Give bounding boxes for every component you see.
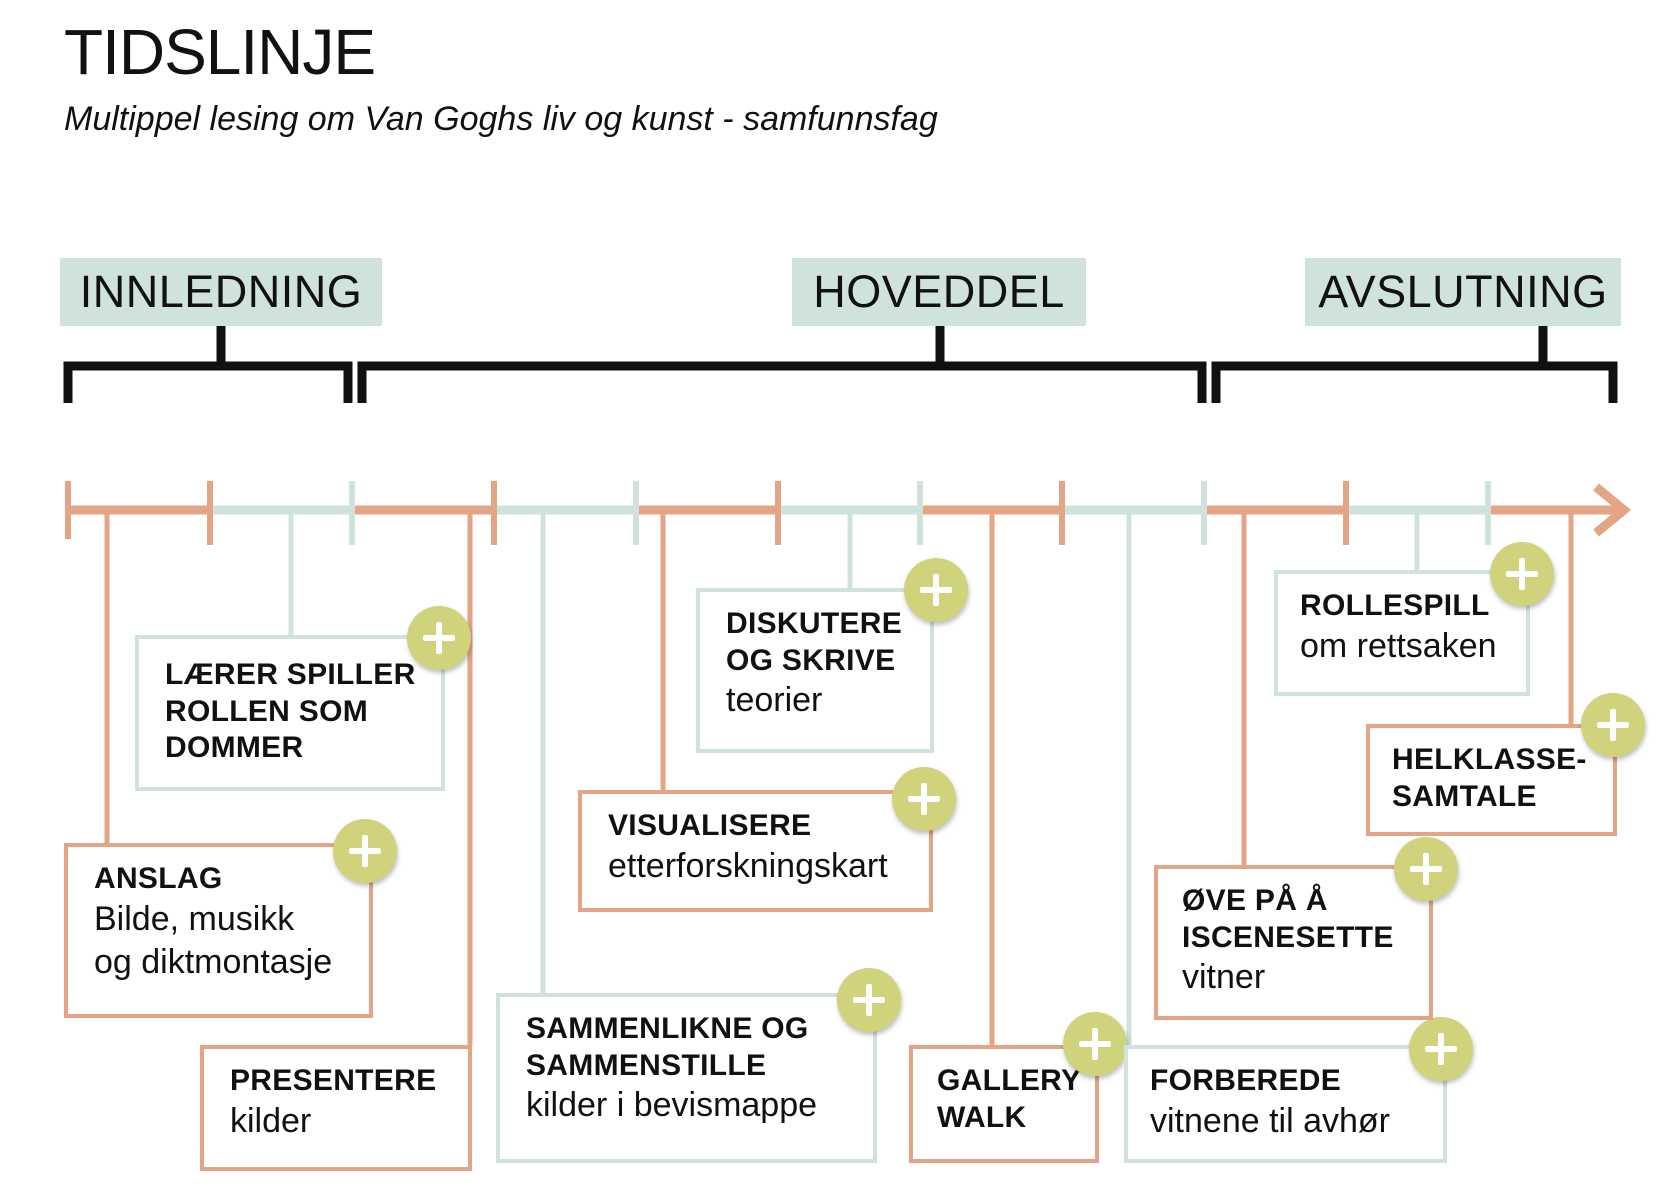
card-heading: DISKUTERE OG SKRIVE <box>726 607 903 677</box>
section-label-innledning: INNLEDNING <box>60 258 382 326</box>
plus-circle-icon[interactable] <box>333 819 397 883</box>
card-ove: ØVE PÅ Å ISCENESETTE vitner <box>1154 865 1433 1020</box>
section-label-hoveddel: HOVEDDEL <box>792 258 1086 326</box>
card-helklasse: HELKLASSE- SAMTALE <box>1366 724 1617 836</box>
card-visualisere: VISUALISERE etterforskningskart <box>578 790 933 912</box>
plus-circle-icon[interactable] <box>1490 542 1554 606</box>
timeline-arrowhead <box>1593 483 1632 537</box>
section-label-avslutning: AVSLUTNING <box>1305 258 1621 326</box>
card-heading: ROLLESPILL <box>1300 589 1490 622</box>
card-gallery-walk: GALLERY WALK <box>909 1045 1099 1163</box>
card-heading: VISUALISERE <box>608 809 812 842</box>
page-subtitle: Multippel lesing om Van Goghs liv og kun… <box>64 100 938 138</box>
card-presentere: PRESENTERE kilder <box>200 1045 472 1171</box>
section-brackets <box>63 326 1618 403</box>
card-rollespill: ROLLESPILL om rettsaken <box>1274 570 1530 696</box>
plus-circle-icon[interactable] <box>892 767 956 831</box>
card-text: vitnene til avhør <box>1150 1101 1390 1140</box>
card-heading: PRESENTERE <box>230 1064 437 1097</box>
card-anslag: ANSLAG Bilde, musikk og diktmontasje <box>64 843 373 1018</box>
plus-circle-icon[interactable] <box>904 558 968 622</box>
plus-circle-icon[interactable] <box>1394 837 1458 901</box>
plus-circle-icon[interactable] <box>1063 1012 1127 1076</box>
card-forberede: FORBEREDE vitnene til avhør <box>1124 1045 1447 1163</box>
bracket-hoveddel <box>357 326 1207 403</box>
timeline-connectors <box>104 512 1574 1045</box>
plus-circle-icon[interactable] <box>407 606 471 670</box>
card-text: Bilde, musikk og diktmontasje <box>94 899 333 981</box>
card-heading: ØVE PÅ Å ISCENESETTE <box>1182 884 1394 954</box>
card-heading: HELKLASSE- SAMTALE <box>1392 743 1587 813</box>
bracket-avslutning <box>1211 326 1618 403</box>
card-heading: LÆRER SPILLER ROLLEN SOM DOMMER <box>165 658 416 765</box>
card-text: teorier <box>726 681 823 720</box>
card-text: kilder <box>230 1101 312 1140</box>
timeline-axis <box>68 483 1632 537</box>
card-heading: ANSLAG <box>94 862 223 895</box>
page-title: TIDSLINJE <box>64 16 376 88</box>
card-text: vitner <box>1182 958 1266 997</box>
timeline-ticks <box>65 481 1491 545</box>
card-heading: FORBEREDE <box>1150 1064 1342 1097</box>
card-sammenlikne: SAMMENLIKNE OG SAMMENSTILLE kilder i bev… <box>496 993 877 1163</box>
card-heading: GALLERY WALK <box>937 1064 1082 1134</box>
bracket-innledning <box>63 326 353 403</box>
plus-circle-icon[interactable] <box>1409 1017 1473 1081</box>
card-heading: SAMMENLIKNE OG SAMMENSTILLE <box>526 1012 809 1082</box>
card-laerer-spiller: LÆRER SPILLER ROLLEN SOM DOMMER <box>135 635 445 791</box>
card-text: om rettsaken <box>1300 626 1497 665</box>
card-text: kilder i bevismappe <box>526 1086 818 1125</box>
plus-circle-icon[interactable] <box>837 968 901 1032</box>
plus-circle-icon[interactable] <box>1581 693 1645 757</box>
card-diskutere: DISKUTERE OG SKRIVE teorier <box>696 588 934 753</box>
card-text: etterforskningskart <box>608 846 888 885</box>
